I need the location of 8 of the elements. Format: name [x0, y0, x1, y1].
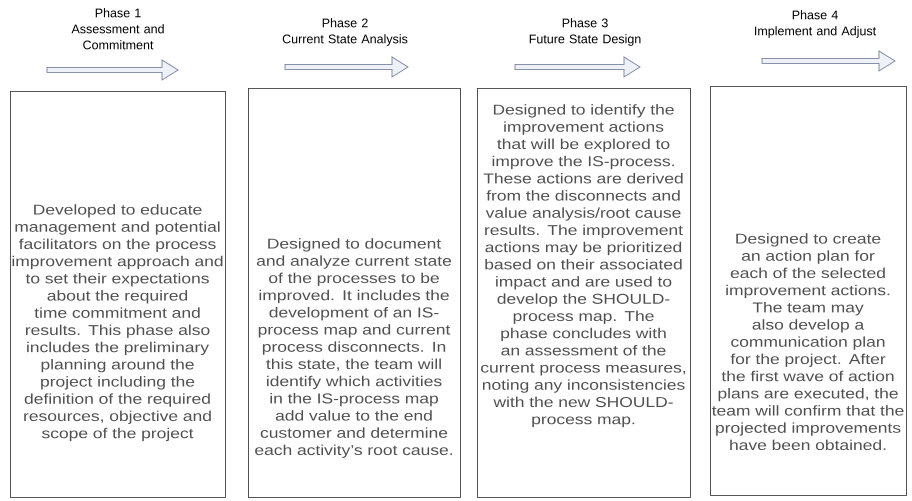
phase-box: Designed to identify the improvement actions that will be explored to improve the IS-process. These actions are derived from the disconnects and value analysis/root cause results. The improvement actions may be prioritized based on their associated impact and are used to develop the SHOULD-process map. The phase concludes with an assessment of the current process measures, noting any inconsistencies with the new SHOULD-process map. [477, 88, 691, 498]
phase-box: Designed to create an action plan for each of the selected improvement actions. The team may also develop a communication plan for the project. After the first wave of action plans are executed, the team will confirm that the projected improvements have been obtained. [710, 86, 907, 496]
phase-heading: Phase 2 Current State Analysis [282, 18, 408, 46]
phase-heading: Phase 4 Implement and Adjust [755, 10, 876, 38]
phase-box: Designed to document and analyze current state of the processes to be improved. It includes the development of an IS-process map and current process disconnects. In this state, the team will identify which activities in the IS-process map add value to the end customer and determine each activity’s root cause. [248, 88, 461, 498]
phase-heading: Phase 3 Future State Design [530, 18, 640, 46]
phase-box: Developed to educate management and potential facilitators on the process improvement approach and to set their expectations about the required time commitment and results. This phase also includes the preliminary planning around the project including the definition of the required resources, objective and scope of the project [10, 90, 226, 498]
phase-heading: Phase 1 Assessment and Commitment [72, 8, 164, 50]
